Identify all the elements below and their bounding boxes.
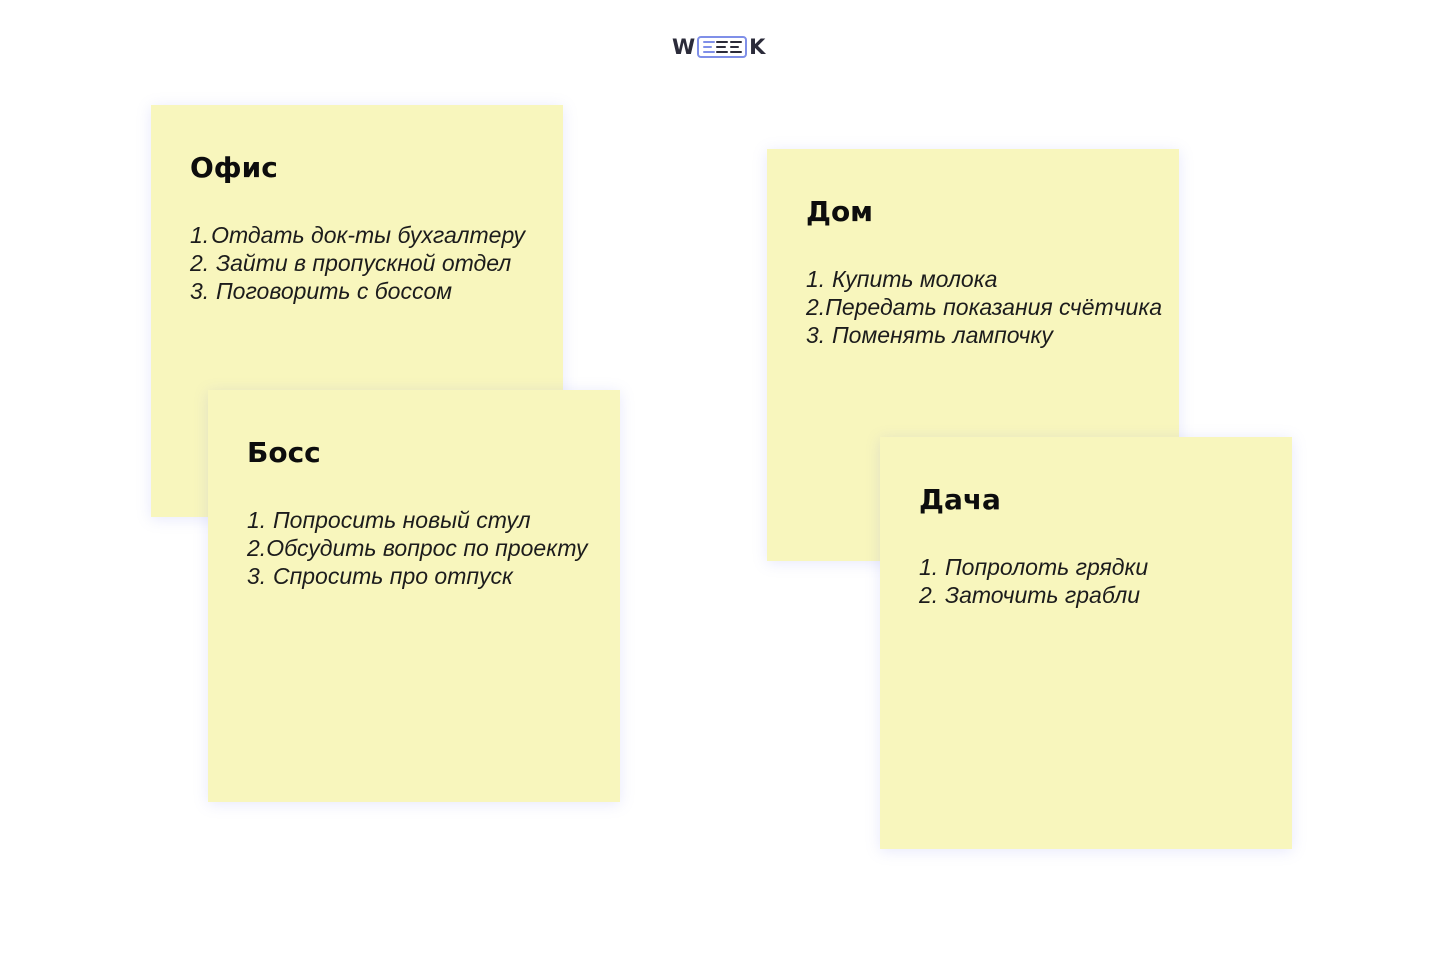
list-item: 1. Попролоть грядки [919,553,1254,581]
logo-letter-w: W [672,35,696,59]
note-title: Дача [919,483,1001,516]
list-item: 2. Обсудить вопрос по проекту [247,534,587,562]
item-text: Попросить новый стул [273,507,531,533]
item-number: 2. [190,250,210,276]
item-text: Спросить про отпуск [273,563,513,589]
item-number: 1. [247,507,267,533]
item-number: 2. [806,294,826,320]
sticky-note-boss[interactable]: Босс 1. Попросить новый стул 2. Обсудить… [208,390,620,802]
list-item: 1. Купить молока [806,265,1141,293]
item-number: 3. [190,278,210,304]
sticky-note-dacha[interactable]: Дача 1. Попролоть грядки 2. Заточить гра… [880,437,1292,849]
logo-letter-k: K [749,35,766,59]
item-text: Передать показания счётчика [825,294,1163,320]
note-task-list: 1. Купить молока 2. Передать показания с… [806,265,1162,349]
item-text: Обсудить вопрос по проекту [266,535,588,561]
item-number: 3. [806,322,826,348]
note-title: Босс [247,436,321,469]
note-title: Офис [190,151,278,184]
item-number: 1. [806,266,826,292]
item-text: Отдать док-ты бухгалтеру [211,222,525,248]
list-item: 3. Поговорить с боссом [190,277,525,305]
item-number: 1. [190,222,210,248]
note-task-list: 1. Попролоть грядки 2. Заточить грабли [919,553,1254,609]
list-item: 3. Спросить про отпуск [247,562,582,590]
item-number: 2. [919,582,939,608]
note-task-list: 1. Попросить новый стул 2. Обсудить вопр… [247,506,587,590]
list-item: 1. Попросить новый стул [247,506,582,534]
logo-e-glyph [702,41,715,53]
item-text: Купить молока [832,266,998,292]
logo-eee-box [697,36,748,58]
item-text: Поговорить с боссом [216,278,453,304]
note-task-list: 1. Отдать док-ты бухгалтеру 2. Зайти в п… [190,221,525,305]
item-text: Зайти в пропускной отдел [216,250,512,276]
item-text: Поменять лампочку [832,322,1053,348]
note-title: Дом [806,195,874,228]
list-item: 1. Отдать док-ты бухгалтеру [190,221,525,249]
item-number: 3. [247,563,267,589]
list-item: 3. Поменять лампочку [806,321,1141,349]
item-text: Заточить грабли [945,582,1141,608]
list-item: 2. Заточить грабли [919,581,1254,609]
list-item: 2. Передать показания счётчика [806,293,1162,321]
item-text: Попролоть грядки [945,554,1149,580]
weeek-logo[interactable]: W K [672,34,768,60]
logo-e-glyph [716,41,729,53]
list-item: 2. Зайти в пропускной отдел [190,249,525,277]
item-number: 1. [919,554,939,580]
logo-e-glyph [729,41,742,53]
item-number: 2. [247,535,267,561]
